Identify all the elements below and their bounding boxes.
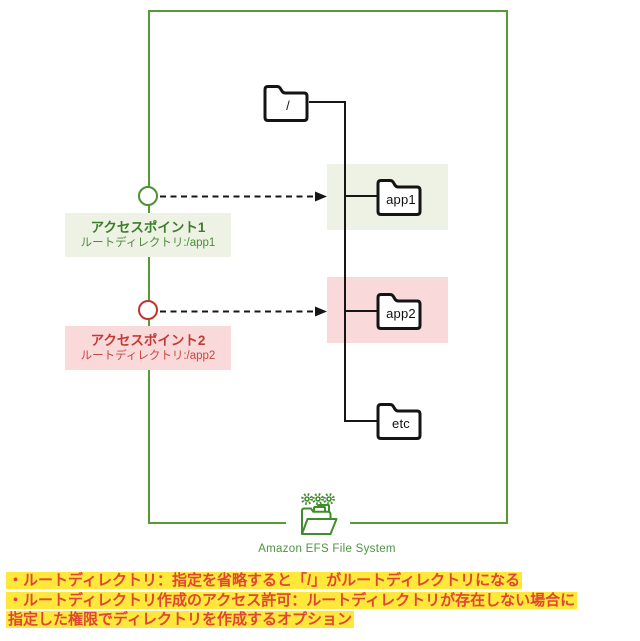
app2-folder-label: app2	[386, 306, 416, 321]
etc-folder-label: etc	[392, 416, 410, 431]
access-point-2-title: アクセスポイント2	[90, 333, 206, 348]
app2-folder: app2	[374, 289, 424, 331]
tree-trunk-line	[344, 101, 346, 422]
access-point-2-card: アクセスポイント2 ルートディレクトリ:/app2	[65, 326, 231, 370]
folder-icon	[376, 179, 422, 216]
root-folder-label: /	[286, 98, 290, 113]
access-point-2-node	[138, 300, 158, 320]
access-point-2-arrow	[160, 306, 327, 317]
efs-boundary-box	[148, 10, 508, 524]
access-point-1-node	[138, 186, 158, 206]
app1-folder: app1	[374, 175, 424, 217]
note-line-2: ・ルートディレクトリ作成のアクセス許可：ルートディレクトリが存在しない場合に	[6, 591, 578, 609]
note-line-3: 指定した権限でディレクトリを作成するオプション	[6, 611, 354, 628]
note-line-1: ・ルートディレクトリ：指定を省略すると「/」がルートディレクトリになる	[6, 572, 523, 589]
root-connector-line	[309, 101, 346, 103]
folder-icon	[376, 293, 422, 330]
access-point-2-subtitle: ルートディレクトリ:/app2	[80, 350, 216, 362]
efs-label: Amazon EFS File System	[258, 543, 396, 555]
access-point-1-arrow	[160, 191, 327, 202]
access-point-1-subtitle: ルートディレクトリ:/app1	[80, 237, 216, 249]
folder-icon	[263, 85, 309, 122]
etc-folder: etc	[374, 399, 424, 441]
app1-folder-label: app1	[386, 192, 416, 207]
app1-branch-line	[344, 195, 378, 197]
efs-icon	[301, 493, 338, 535]
app2-branch-line	[344, 310, 378, 312]
access-point-1-card: アクセスポイント1 ルートディレクトリ:/app1	[65, 213, 231, 257]
etc-branch-line	[344, 420, 378, 422]
access-point-1-title: アクセスポイント1	[90, 220, 206, 235]
folder-icon	[376, 403, 422, 440]
root-folder: /	[261, 81, 311, 123]
notes-block: ・ルートディレクトリ：指定を省略すると「/」がルートディレクトリになる ・ルート…	[6, 571, 638, 630]
